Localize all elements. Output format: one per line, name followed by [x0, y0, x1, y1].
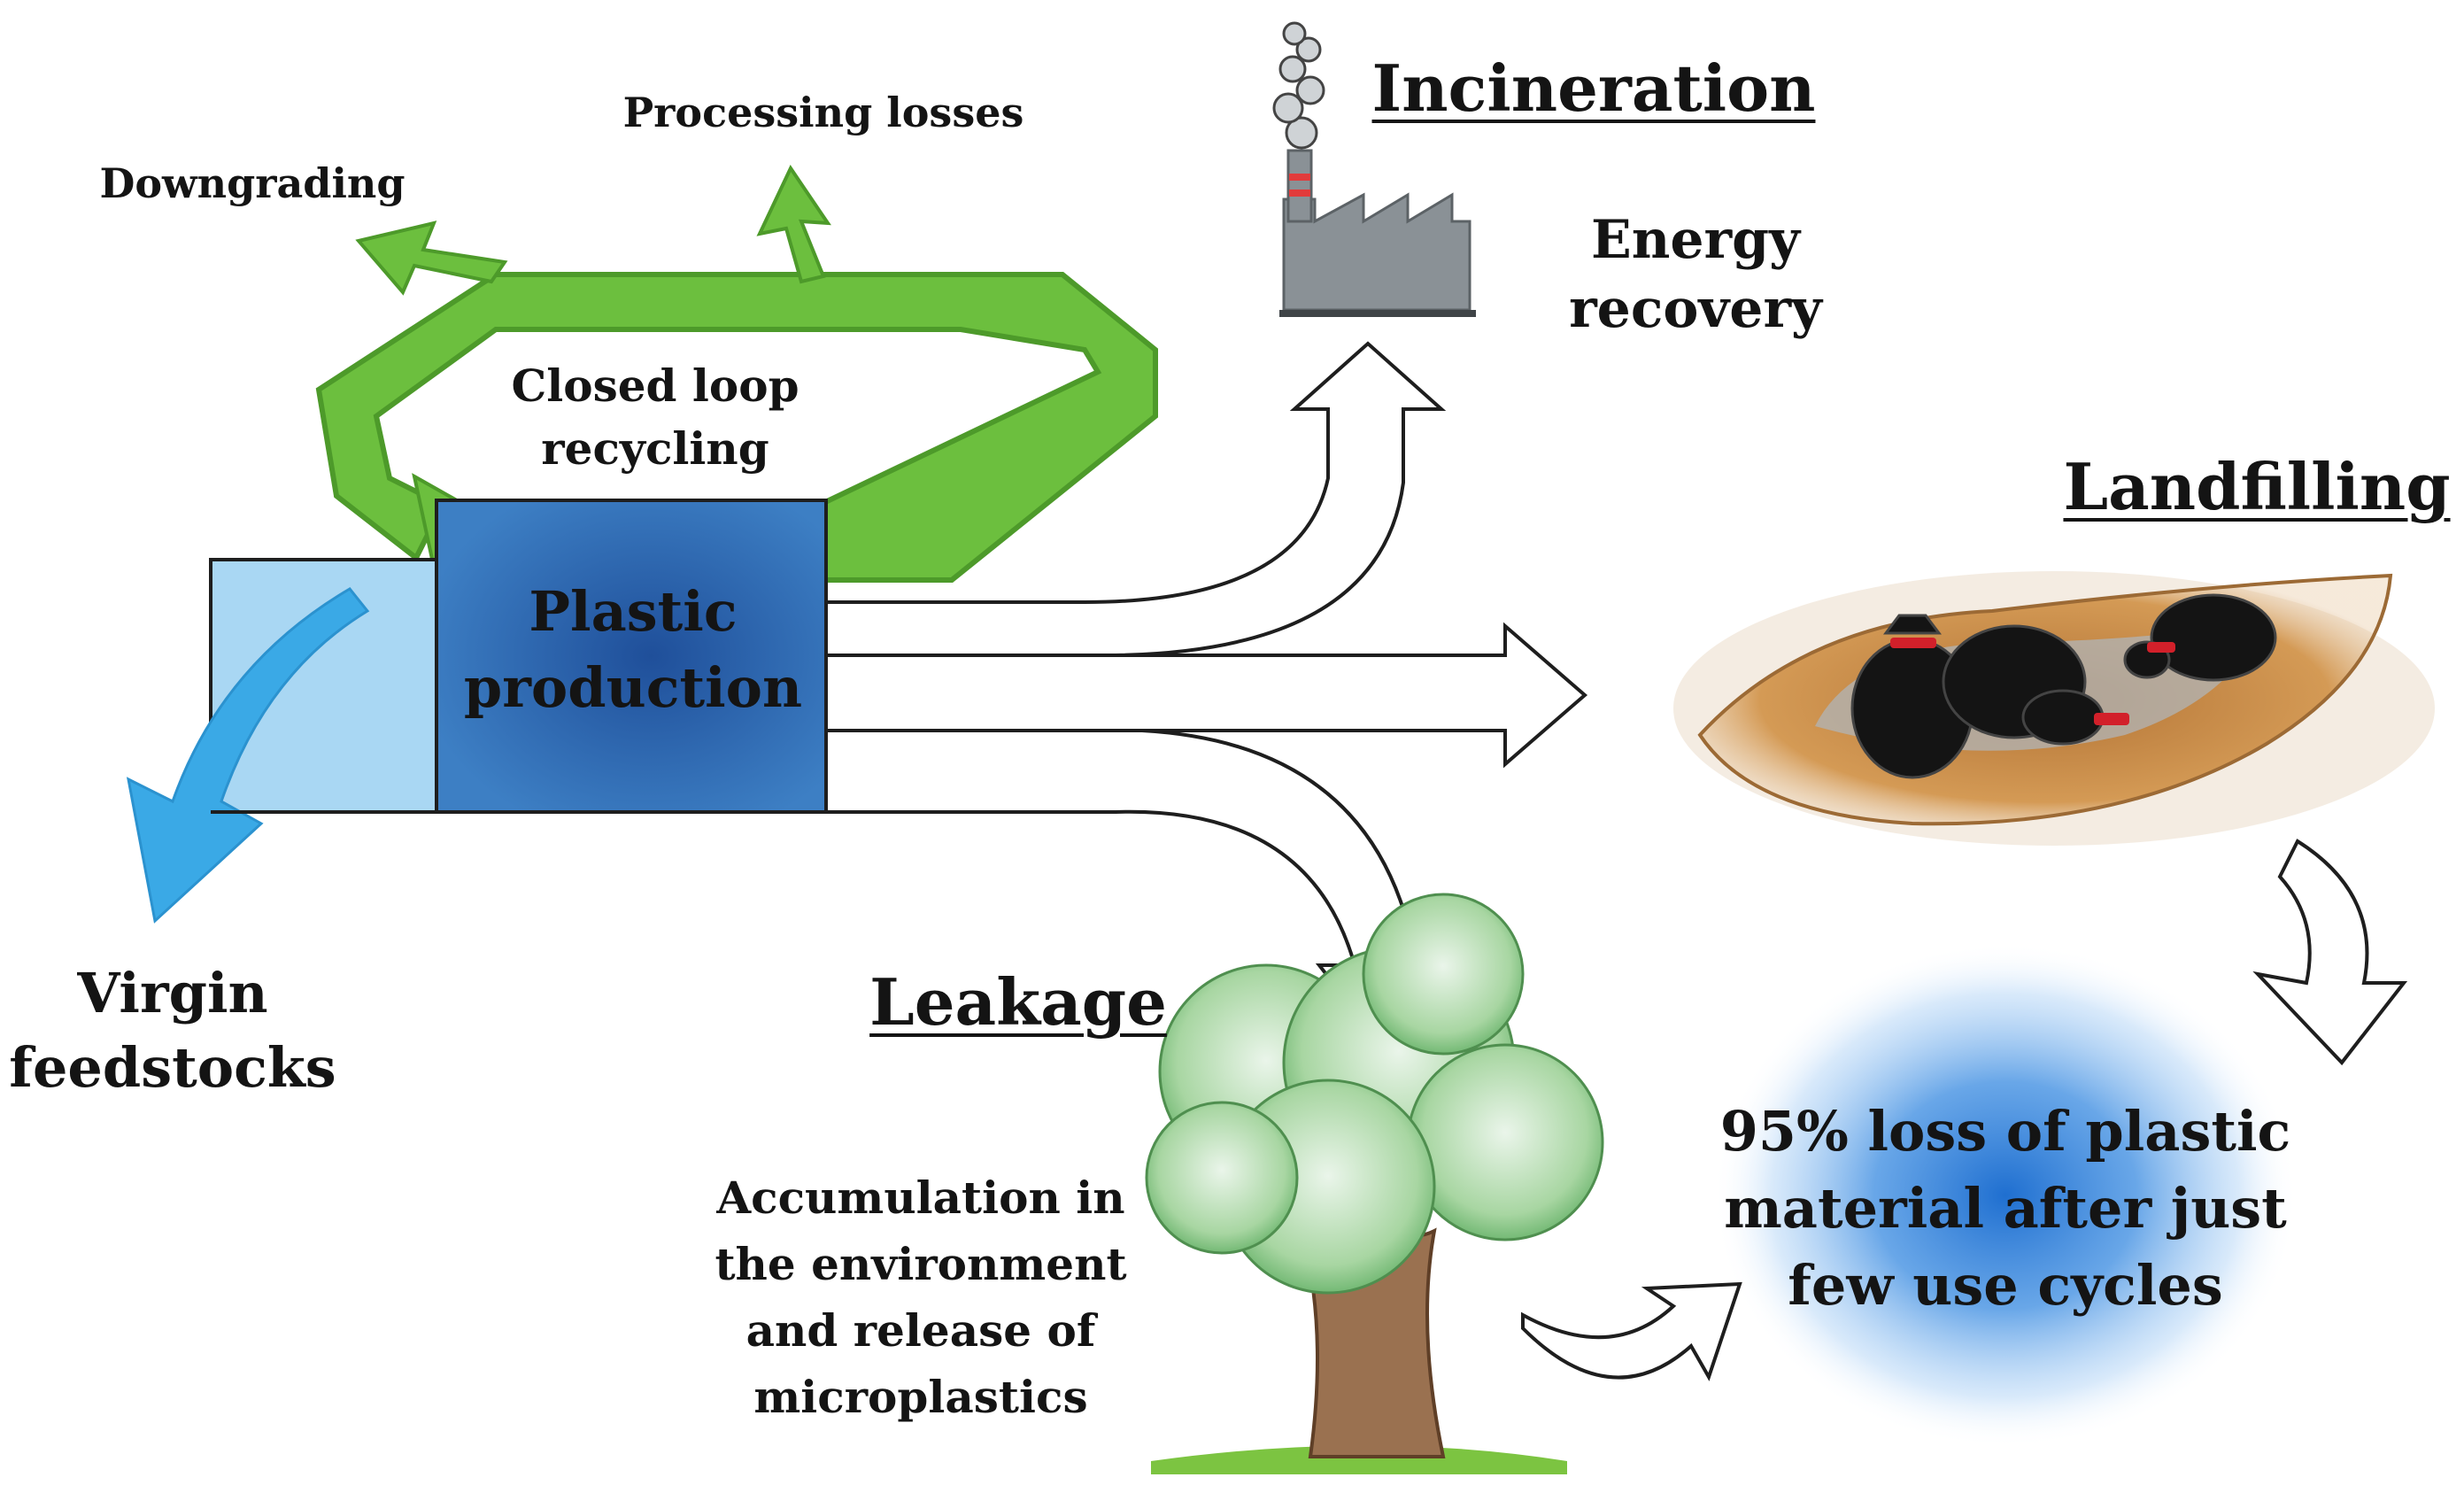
closed-loop-label: Closed loop recycling — [511, 360, 799, 475]
loss-glow — [1713, 943, 2298, 1448]
processing-losses-label: Processing losses — [622, 89, 1024, 136]
tree-icon — [1145, 893, 1604, 1474]
leakage-heading: Leakage — [869, 964, 1167, 1040]
closed-loop-arrow — [315, 272, 1158, 583]
energy-recovery-label: Energy recovery — [1569, 209, 1822, 340]
leakage-to-loss-arrow — [1521, 1281, 1742, 1381]
downgrading-arrow — [355, 220, 508, 296]
accumulation-label: Accumulation in the environment and rele… — [714, 1172, 1127, 1423]
smoke-icon — [1272, 21, 1325, 150]
loss-statement-label: 95% loss of plastic material after just … — [1719, 1099, 2291, 1318]
factory-icon — [1279, 149, 1476, 317]
plastic-production-label: Plastic production — [463, 579, 803, 720]
garbage-bags-icon — [1850, 593, 2277, 779]
processing-losses-arrow — [756, 164, 831, 284]
downgrading-label: Downgrading — [99, 159, 406, 207]
landfill-to-loss-arrow — [2252, 839, 2408, 1066]
bag-ties — [1890, 638, 2175, 725]
landfilling-heading: Landfilling — [2063, 449, 2451, 524]
virgin-feedstocks-label: Virgin feedstocks — [9, 961, 336, 1100]
plastic-production-box — [435, 499, 828, 814]
incineration-heading: Incineration — [1371, 50, 1816, 126]
virgin-feedstocks-arrow — [126, 587, 370, 924]
incineration-flow-arrow — [824, 341, 1447, 657]
